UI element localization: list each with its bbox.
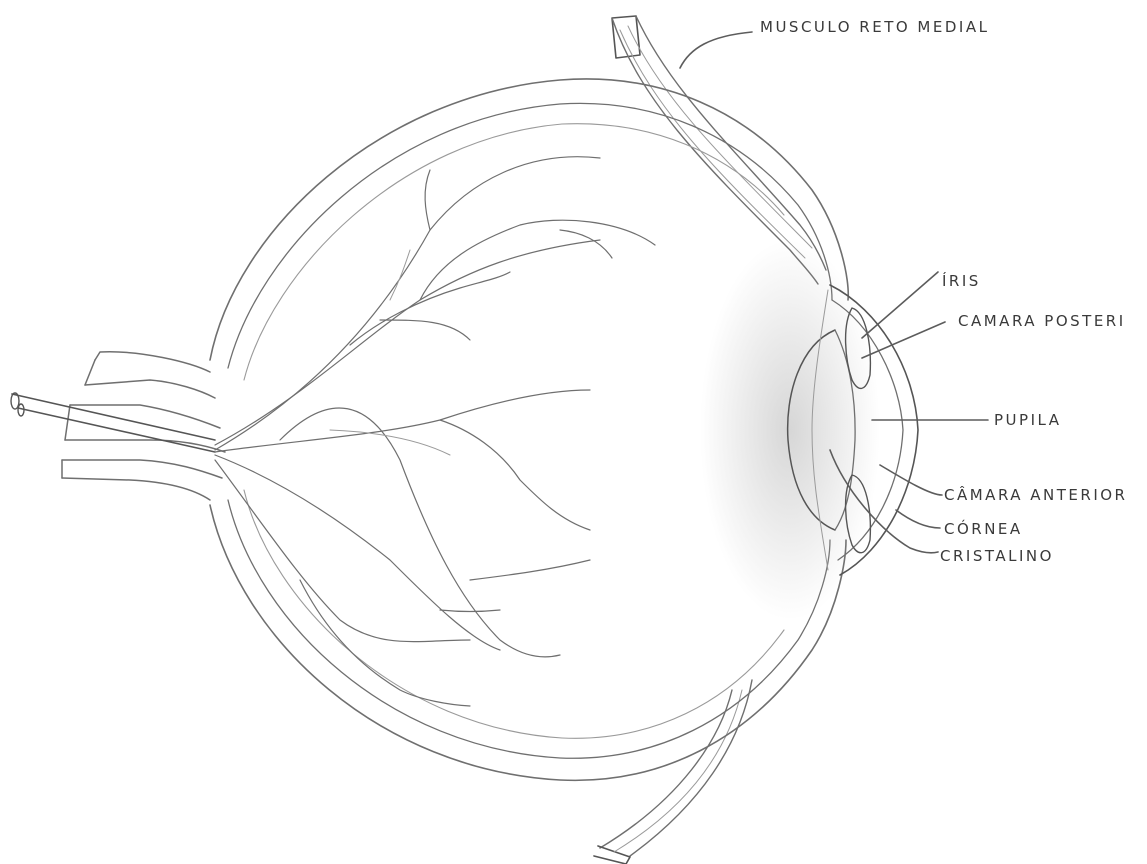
label-cornea: CÓRNEA: [944, 519, 1023, 538]
leader-iris: [862, 272, 938, 338]
label-musculo-reto-medial: MUSCULO RETO MEDIAL: [760, 18, 989, 36]
leader-musculo: [680, 32, 752, 68]
label-iris: ÍRIS: [942, 271, 981, 290]
retinal-blood-vessels: [215, 157, 655, 706]
label-camara-anterior: CÂMARA ANTERIOR: [944, 485, 1127, 504]
label-cristalino: CRISTALINO: [940, 547, 1054, 565]
ciliary-shading: [700, 240, 880, 620]
label-camara-posterior: CAMARA POSTERI: [958, 312, 1126, 330]
leader-camara-anterior: [880, 465, 942, 495]
medial-rectus-muscle-lower: [594, 680, 752, 864]
label-pupila: PUPILA: [994, 411, 1061, 429]
leader-cornea: [896, 510, 940, 528]
optic-nerve: [11, 352, 225, 500]
